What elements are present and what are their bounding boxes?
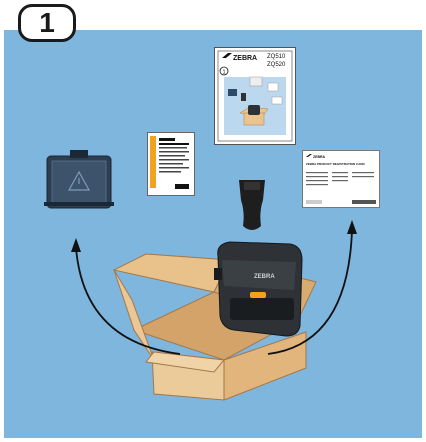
card-title: ZEBRA PRODUCT REGISTRATION CARD [306,162,365,166]
illustration-panel: ZEBRA ZQ510 ZQ520 1 [4,30,422,438]
zebra-logo-icon [222,53,232,58]
guide-model-1: ZQ510 [267,54,286,60]
quick-start-guide: ZEBRA ZQ510 ZQ520 1 [214,47,296,145]
step-number: 1 [39,7,55,38]
guide-inner-step: 1 [223,69,226,75]
printer-brand: ZEBRA [254,274,275,280]
regulatory-document [147,132,195,196]
printer: ZEBRA [214,241,303,337]
curved-arrow-icon [267,220,357,355]
guide-model-2: ZQ520 [267,62,286,68]
box-with-printer: ZEBRA [4,30,422,438]
guide-brand: ZEBRA [233,55,257,62]
curved-arrow-icon [71,238,181,355]
step-number-badge: 1 [18,4,76,42]
registration-card: ZEBRA ZEBRA PRODUCT REGISTRATION CARD [302,150,380,208]
zebra-logo-icon [306,154,312,157]
belt-clip [235,178,269,234]
card-brand: ZEBRA [313,155,326,159]
battery-cover [44,150,114,212]
